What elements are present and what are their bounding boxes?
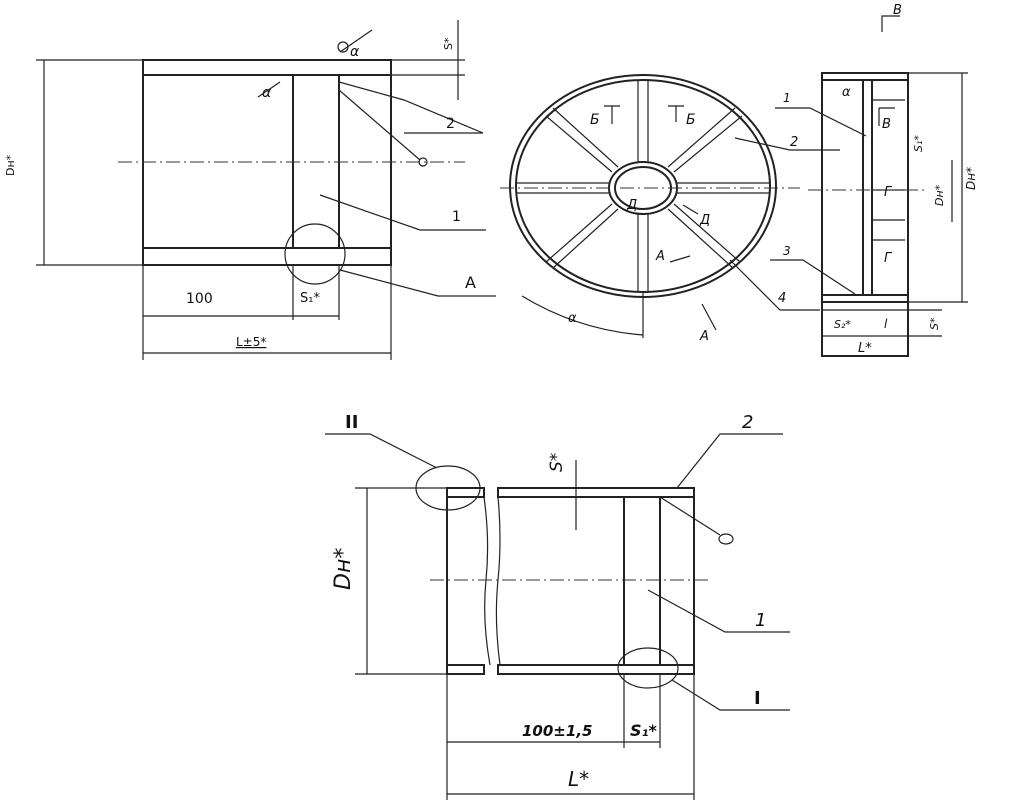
detail-i-label: I — [754, 688, 761, 709]
callout-4-ring: 4 — [778, 291, 786, 306]
top-left-view: Dн* S* α α 2 1 А 100 S₁* L±5* — [4, 20, 496, 360]
right-diaphragm — [862, 79, 873, 296]
callout-1: 1 — [452, 209, 461, 225]
b-diaphragm — [623, 496, 661, 666]
dim-l: L±5* — [236, 335, 266, 349]
section-a-outer: А — [699, 329, 709, 344]
top-right-view: В α 1 В S₁* Г Dн* Dн* Г 3 S₂* l S* L* — [770, 3, 978, 357]
b-callout-2: 2 — [742, 412, 753, 433]
b-callout-1: 1 — [755, 610, 766, 631]
b-bottom-wall-right — [497, 664, 695, 675]
detail-ii-label: II — [345, 412, 358, 433]
callout-2: 2 — [446, 116, 455, 132]
section-d-right: Д — [699, 213, 710, 228]
right-bottom-wall — [821, 294, 909, 303]
alpha-right: α — [842, 85, 851, 100]
detail-ii-ellipse — [415, 465, 481, 511]
section-v: В — [882, 117, 891, 132]
b-dim-l: L* — [568, 767, 589, 791]
l-big-right: L* — [858, 341, 872, 356]
detail-i-ellipse — [617, 647, 679, 689]
s2-right: S₂* — [834, 318, 851, 331]
b-top-wall-right — [497, 487, 695, 498]
l-right: l — [884, 317, 888, 331]
dim-100: 100 — [186, 291, 213, 307]
section-g-1: Г — [884, 185, 893, 200]
right-top-wall — [821, 72, 909, 81]
bottom-view: Dн* II S* 2 1 I 100±1,5 S₁* L* — [325, 412, 790, 800]
detail-a-label: А — [465, 273, 476, 292]
dn-outer: Dн* — [964, 167, 978, 190]
dim-s1: S₁* — [300, 291, 320, 306]
dn-inner: Dн* — [933, 184, 946, 206]
alpha-weld-2: α — [262, 85, 272, 101]
section-v-top: В — [893, 3, 902, 18]
b-dim-s1: S₁* — [630, 721, 658, 740]
b-dim-100: 100±1,5 — [522, 722, 592, 740]
s1-right: S₁* — [912, 135, 925, 152]
section-g-2: Г — [884, 251, 893, 266]
b-top-wall-left — [446, 487, 485, 498]
top-middle-view: Б Б Д Д А А 2 4 α — [500, 74, 840, 344]
alpha-weld-1: α — [350, 44, 360, 60]
s-right: S* — [928, 317, 941, 330]
callout-1-right: 1 — [783, 91, 791, 105]
callout-3-right: 3 — [783, 244, 791, 258]
section-b-right: Б — [686, 112, 696, 128]
section-b-left: Б — [590, 112, 600, 128]
b-dn-label: Dн* — [331, 548, 356, 590]
ring-alpha: α — [568, 311, 577, 326]
section-d-left: Д — [626, 198, 637, 213]
callout-2-ring: 2 — [790, 135, 798, 150]
b-bottom-wall-left — [446, 664, 485, 675]
top-wall-shell — [142, 59, 392, 76]
b-s-label: S* — [547, 453, 567, 472]
detail-circle-a — [284, 223, 346, 285]
dn-label: Dн* — [4, 154, 17, 176]
bottom-wall-shell — [142, 247, 392, 266]
s-label: S* — [442, 37, 455, 50]
section-a-inner: А — [655, 249, 665, 264]
